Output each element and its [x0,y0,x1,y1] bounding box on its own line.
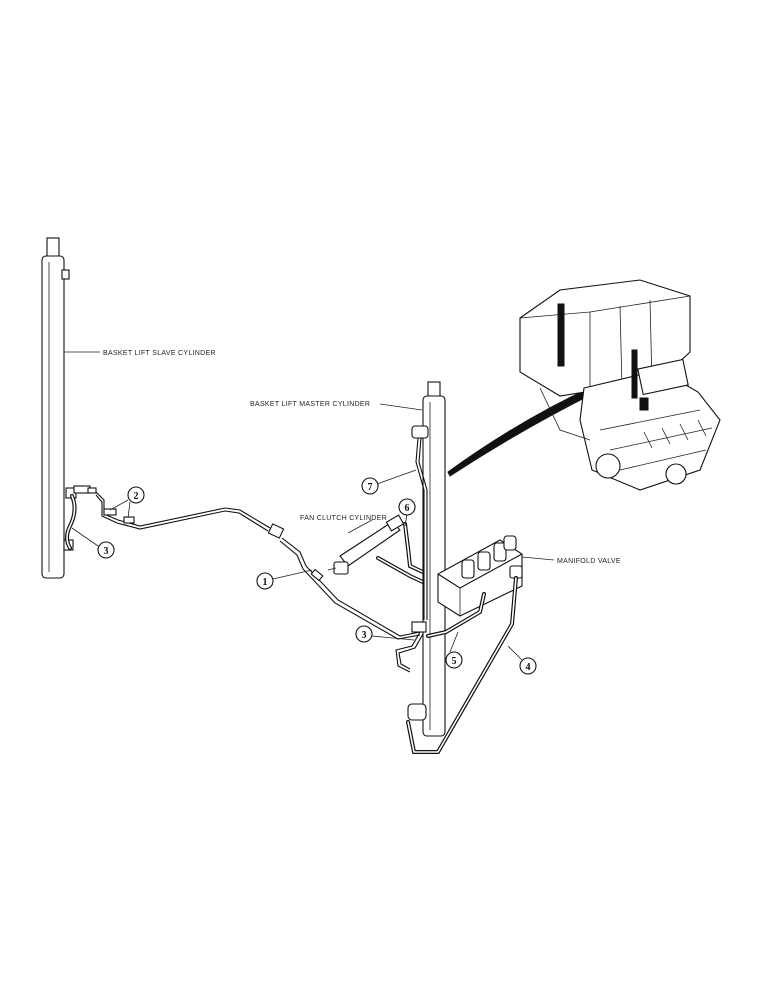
hose-4 [406,576,518,754]
callout-6-leader [404,513,408,527]
callout-3-right-leader [371,635,415,641]
callout-7-circle [361,477,379,495]
callout-2-circle [127,486,145,504]
callout-1-leader [272,569,313,580]
callout-4-circle [519,657,537,675]
callout-2: 2 [134,491,139,502]
master-cylinder [407,381,446,737]
callout-4-leader [507,645,523,661]
callout-3-left-leader [71,527,99,547]
slave-cylinder-label: BASKET LIFT SLAVE CYLINDER [103,350,216,357]
hose-5 [426,592,486,638]
callout-1-circle [256,572,274,590]
callout-3-left-circle [97,541,115,559]
callout-3-left: 3 [104,546,109,557]
hose-3-left [65,485,97,550]
pipe-7 [415,437,428,620]
callout-3-right-circle [355,625,373,643]
master-cylinder-label: BASKET LIFT MASTER CYLINDER [250,401,370,408]
fan-clutch-leader [347,519,373,534]
pipe-3-right [395,621,427,673]
callout-5: 5 [452,656,457,667]
pipe-slave-to-fan [95,491,421,640]
manifold-valve-label: MANIFOLD VALVE [557,558,621,565]
callout-5-circle [445,651,463,669]
manifold-leader [521,556,555,561]
callout-7: 7 [368,482,373,493]
master-leader [379,403,423,411]
locator-wedge [447,385,597,477]
callout-6-circle [398,498,416,516]
machine-illustration [519,279,721,491]
fan-clutch-cylinder-label: FAN CLUTCH CYLINDER [300,515,387,522]
slave-cylinder [41,237,77,579]
callout-3-right: 3 [362,630,367,641]
fan-clutch-cylinder [327,514,405,575]
callout-1: 1 [263,577,268,588]
callout-4: 4 [526,662,531,673]
callout-2-leader-a [109,499,129,511]
callout-2-leader-b [127,501,131,519]
callout-7-leader [376,469,417,485]
callout-6: 6 [405,503,410,514]
manifold-valve [437,535,523,617]
callout-5-leader [449,631,459,653]
